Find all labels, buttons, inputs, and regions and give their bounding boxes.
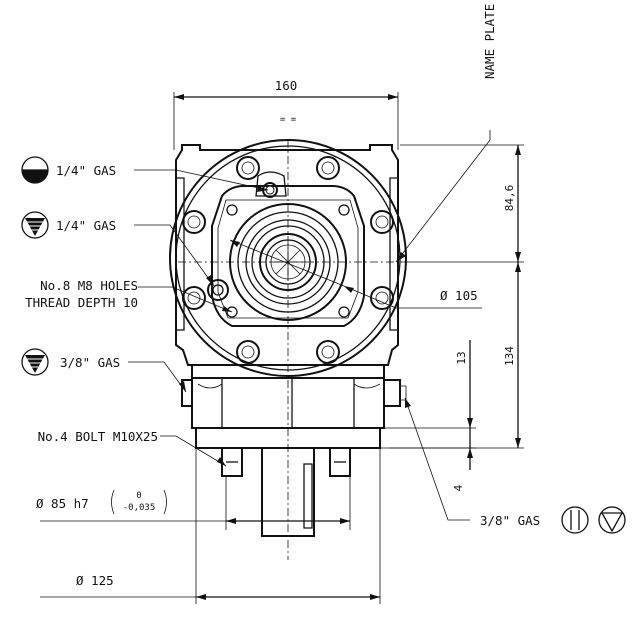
drain-left-label: 3/8" GAS — [60, 355, 120, 370]
fill-plug-label: 1/4" GAS — [56, 163, 116, 178]
dim-width-160: 160 — [275, 78, 298, 93]
dim-offset-13: 13 — [455, 351, 468, 364]
name-plate-label: NAME PLATE — [482, 4, 497, 79]
dim-diameter-85: Ø 85 h7 0 -0,035 — [36, 489, 167, 515]
flange-bolts — [182, 156, 394, 364]
dim-diameter-85-tol-lower: -0,035 — [123, 503, 156, 513]
holes-label-line2: THREAD DEPTH 10 — [25, 295, 138, 310]
dim-diameter-85-tol-upper: 0 — [136, 491, 141, 501]
fill-plug-symbol-icon — [21, 156, 49, 184]
bolt-label: No.4 BOLT M10X25 — [38, 429, 158, 444]
dim-height-84-6: 84,6 — [503, 185, 516, 212]
drain-plug-symbol-icon — [21, 348, 49, 376]
dim-equal-marks: = = — [280, 115, 297, 125]
level-plug-symbol-icon — [21, 211, 49, 239]
leader-lines — [128, 130, 491, 521]
dim-diameter-105: Ø 105 — [440, 288, 478, 303]
dim-height-134: 134 — [503, 346, 516, 366]
dim-diameter-125: Ø 125 — [76, 573, 114, 588]
drain-right-label: 3/8" GAS — [480, 513, 540, 528]
dim-diameter-85-label: Ø 85 h7 — [36, 496, 89, 511]
level-plug-label: 1/4" GAS — [56, 218, 116, 233]
breather-symbol-icon — [561, 506, 589, 534]
drain-triangle-symbol-icon — [598, 506, 626, 534]
dim-offset-4: 4 — [452, 484, 465, 491]
gearbox-body — [169, 139, 407, 560]
dimension-lines — [40, 92, 524, 604]
holes-label-line1: No.8 M8 HOLES — [40, 278, 138, 293]
